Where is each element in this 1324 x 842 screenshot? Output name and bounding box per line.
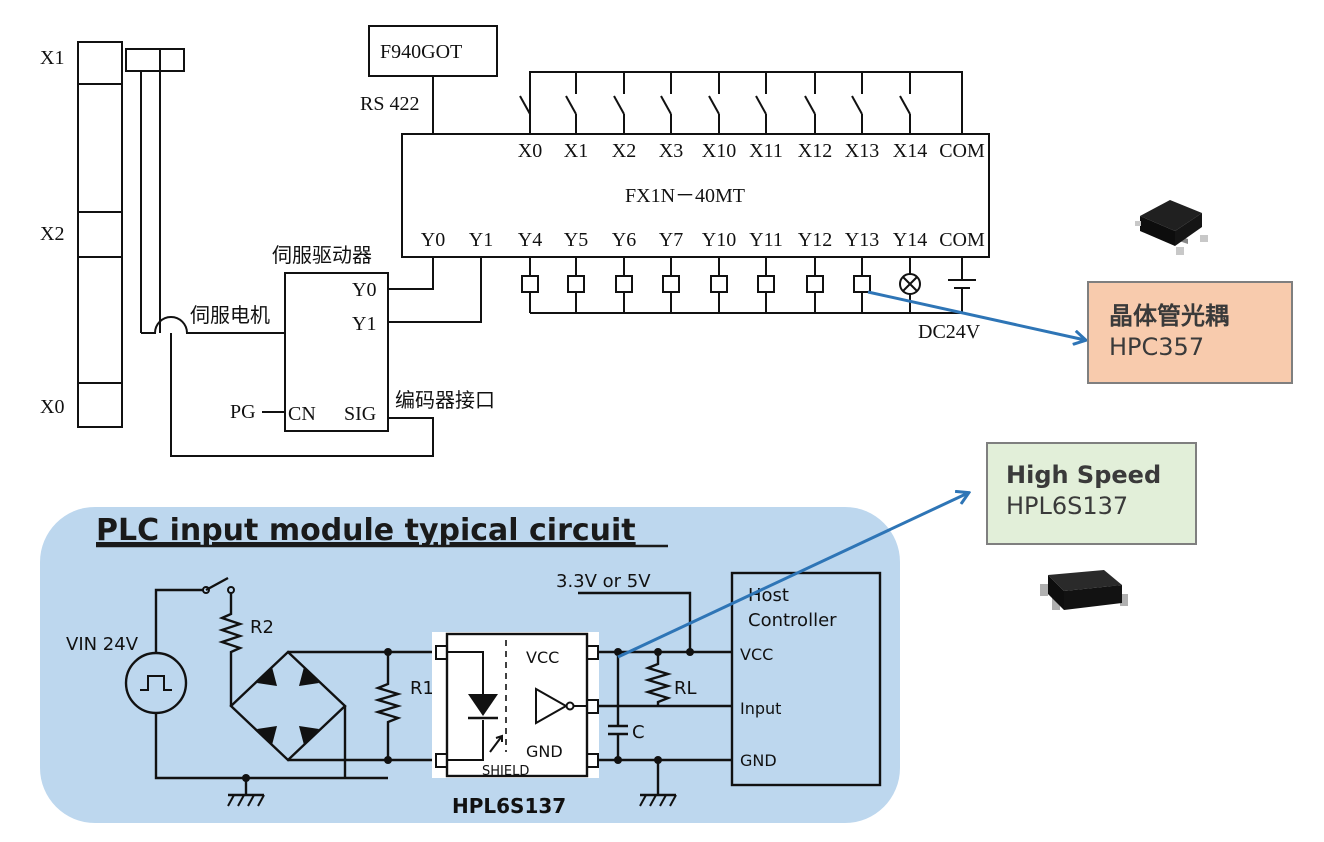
output-relay-coil xyxy=(757,257,775,313)
chip-shield-label: SHIELD xyxy=(482,764,529,779)
plc-output-com: COM xyxy=(939,229,985,251)
output-lamp xyxy=(899,257,921,313)
hmi-label: F940GOT xyxy=(380,41,462,63)
host-vcc-label: VCC xyxy=(740,645,773,664)
plc-input-x10: X10 xyxy=(702,140,736,162)
supply-label: DC24V xyxy=(918,321,981,343)
input-switch xyxy=(519,72,531,134)
output-relay-coil xyxy=(662,257,680,313)
input-labels: X0 X1 X2 X3 X10 X11 X12 X13 X14 COM xyxy=(518,140,985,162)
chip-name-label: HPL6S137 xyxy=(452,794,566,818)
r2-label: R2 xyxy=(250,617,274,638)
output-loads xyxy=(521,257,976,314)
hpl6s137-callout: High Speed HPL6S137 xyxy=(986,442,1197,545)
output-relay-coil xyxy=(615,257,633,313)
plc-box xyxy=(401,133,990,258)
plc-input-x3: X3 xyxy=(659,140,683,162)
dc-supply-battery xyxy=(948,257,976,313)
output-relay-coil xyxy=(806,257,824,313)
encoder-interface-label: 编码器接口 xyxy=(395,389,495,412)
host-input-label: Input xyxy=(740,699,781,718)
driver-pin-sig: SIG xyxy=(344,403,376,425)
plc-output-y6: Y6 xyxy=(612,229,636,251)
driver-pin-cn: CN xyxy=(288,403,316,425)
chip-gnd-label: GND xyxy=(526,742,563,761)
plc-input-x11: X11 xyxy=(749,140,783,162)
hpl6s137-chip-image xyxy=(1040,570,1128,610)
plc-input-x1: X1 xyxy=(564,140,588,162)
hpc357-callout-part: HPC357 xyxy=(1109,333,1205,361)
servo-motor-label: 伺服电机 xyxy=(190,304,270,327)
host-label-line2: Controller xyxy=(748,610,837,631)
output-relay-coil xyxy=(521,257,539,313)
servo-driver-box xyxy=(284,272,389,432)
rl-label: RL xyxy=(674,678,697,699)
input-switch xyxy=(613,72,625,134)
plc-output-y12: Y12 xyxy=(798,229,832,251)
hpl6s137-callout-title: High Speed xyxy=(1006,461,1162,489)
pg-label: PG xyxy=(230,401,256,423)
hpc357-chip-image xyxy=(1135,200,1208,255)
output-labels: Y0 Y1 Y4 Y5 Y6 Y7 Y10 Y11 Y12 Y13 Y14 COM xyxy=(421,229,985,251)
hpl6s137-callout-part: HPL6S137 xyxy=(1006,492,1129,520)
axis-x2-label: X2 xyxy=(40,223,64,245)
plc-input-x2: X2 xyxy=(612,140,636,162)
input-switch xyxy=(565,72,577,134)
output-relay-coil xyxy=(567,257,585,313)
plc-output-y5: Y5 xyxy=(564,229,588,251)
input-switch xyxy=(899,72,911,134)
chip-vcc-label: VCC xyxy=(526,648,559,667)
plc-input-x14: X14 xyxy=(893,140,927,162)
driver-pin-y0: Y0 xyxy=(352,279,376,301)
bus-label: RS 422 xyxy=(360,93,419,115)
plc-output-y11: Y11 xyxy=(749,229,783,251)
input-switch xyxy=(851,72,863,134)
input-switch xyxy=(755,72,767,134)
host-label-line1: Host xyxy=(748,585,789,606)
axis-x1-label: X1 xyxy=(40,47,64,69)
supply-voltage-label: 3.3V or 5V xyxy=(556,571,651,592)
input-switch xyxy=(660,72,672,134)
plc-output-y4: Y4 xyxy=(518,229,542,251)
input-circuit-title: PLC input module typical circuit xyxy=(96,513,636,548)
input-switch xyxy=(708,72,720,134)
driver-pin-y1: Y1 xyxy=(352,313,376,335)
host-controller-box xyxy=(730,571,882,787)
linear-axis xyxy=(77,41,434,457)
host-gnd-label: GND xyxy=(740,751,777,770)
input-switch xyxy=(804,72,816,134)
vin-label: VIN 24V xyxy=(66,634,139,655)
input-switches xyxy=(519,71,963,134)
hpc357-callout: 晶体管光耦 HPC357 xyxy=(1087,281,1293,384)
plc-output-y1: Y1 xyxy=(469,229,493,251)
plc-output-y14: Y14 xyxy=(893,229,927,251)
plc-output-y10: Y10 xyxy=(702,229,736,251)
plc-input-x0: X0 xyxy=(518,140,542,162)
r1-label: R1 xyxy=(410,678,434,699)
plc-output-y13: Y13 xyxy=(845,229,879,251)
output-relay-coil xyxy=(853,257,871,313)
arrow-to-hpl6s137 xyxy=(617,493,968,659)
plc-input-x13: X13 xyxy=(845,140,879,162)
output-relay-coil xyxy=(710,257,728,313)
arrow-to-hpc357 xyxy=(867,290,1085,340)
plc-model: FX1N－40MT xyxy=(625,185,745,207)
c-label: C xyxy=(632,722,645,743)
plc-output-y0: Y0 xyxy=(421,229,445,251)
plc-input-com: COM xyxy=(939,140,985,162)
plc-output-y7: Y7 xyxy=(659,229,683,251)
plc-input-x12: X12 xyxy=(798,140,832,162)
hpc357-callout-title: 晶体管光耦 xyxy=(1109,302,1229,330)
axis-x0-label: X0 xyxy=(40,396,64,418)
servo-driver-label: 伺服驱动器 xyxy=(272,244,372,267)
